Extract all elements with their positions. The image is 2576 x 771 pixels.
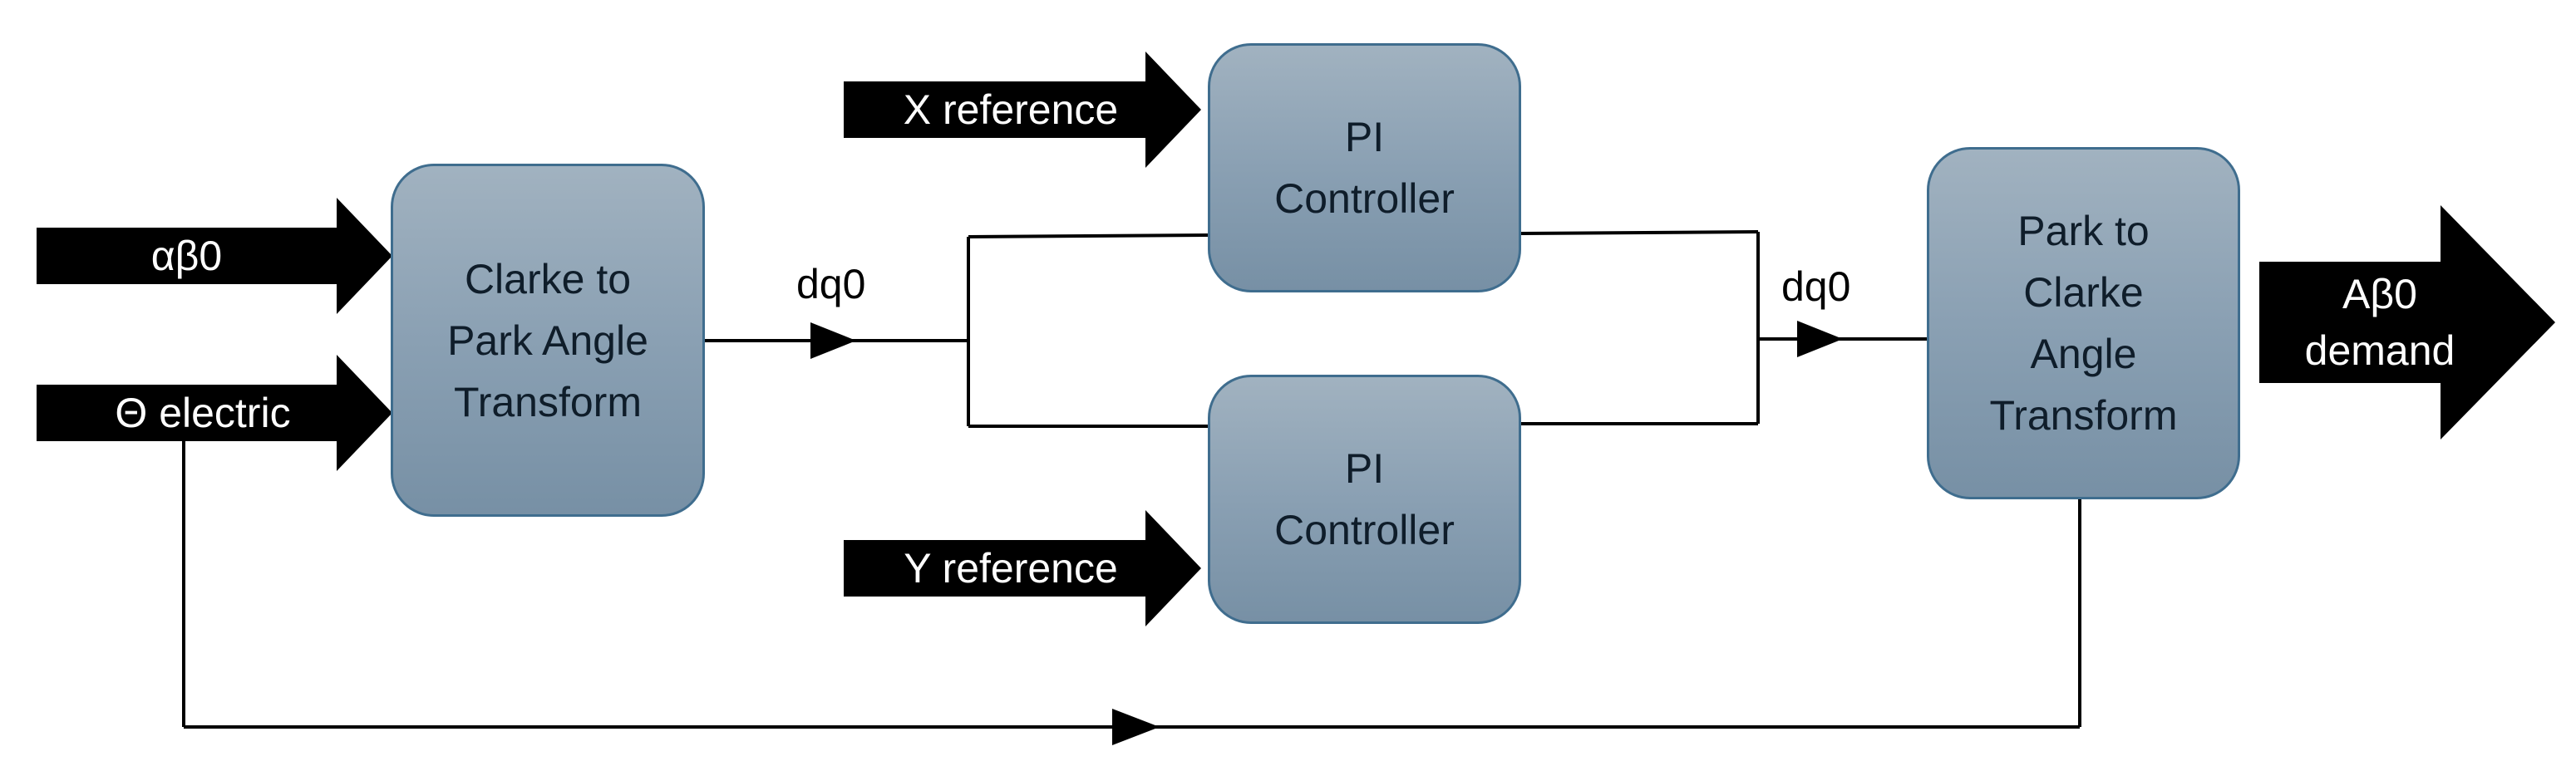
output-label-line: Aβ0 bbox=[2342, 271, 2417, 317]
x-reference-label: X reference bbox=[903, 86, 1119, 133]
block-label-line: Clarke bbox=[2023, 269, 2144, 316]
theta-electric-label: Θ electric bbox=[115, 390, 291, 436]
pi-controller-top-block: PI Controller bbox=[1208, 43, 1521, 292]
alpha-beta-label: αβ0 bbox=[150, 233, 223, 279]
y-reference-label: Y reference bbox=[904, 545, 1118, 592]
y-reference-arrow bbox=[844, 510, 1201, 626]
park-to-clarke-block: Park to Clarke Angle Transform bbox=[1927, 147, 2240, 499]
block-label-line: Clarke to bbox=[464, 255, 632, 302]
theta-input-arrow bbox=[37, 355, 392, 471]
block-label-line: Transform bbox=[454, 378, 642, 425]
x-reference-arrow bbox=[844, 52, 1201, 168]
block-label-line: PI bbox=[1344, 114, 1385, 160]
dq0-left-label: dq0 bbox=[796, 261, 866, 307]
feedback-arrowhead bbox=[1112, 709, 1160, 745]
block-label-line: PI bbox=[1344, 445, 1385, 492]
dq0-right-label: dq0 bbox=[1781, 263, 1851, 310]
block-label-line: Controller bbox=[1274, 507, 1455, 553]
dq0-right-arrowhead bbox=[1797, 321, 1843, 357]
clarke-to-park-block: Clarke to Park Angle Transform bbox=[391, 164, 705, 517]
block-label-line: Angle bbox=[2030, 331, 2137, 377]
alpha-beta-input-arrow bbox=[37, 198, 392, 314]
pi-controller-bottom-block: PI Controller bbox=[1208, 375, 1521, 624]
output-label-line: demand bbox=[2304, 327, 2455, 374]
dq0-left-arrowhead bbox=[810, 322, 856, 359]
block-label-line: Park Angle bbox=[447, 317, 648, 364]
output-label: Aβ0 demand bbox=[2259, 266, 2500, 379]
block-label-line: Park to bbox=[2017, 208, 2150, 254]
block-label-line: Controller bbox=[1274, 175, 1455, 222]
block-label-line: Transform bbox=[1989, 392, 2178, 439]
output-arrow bbox=[2259, 205, 2555, 440]
